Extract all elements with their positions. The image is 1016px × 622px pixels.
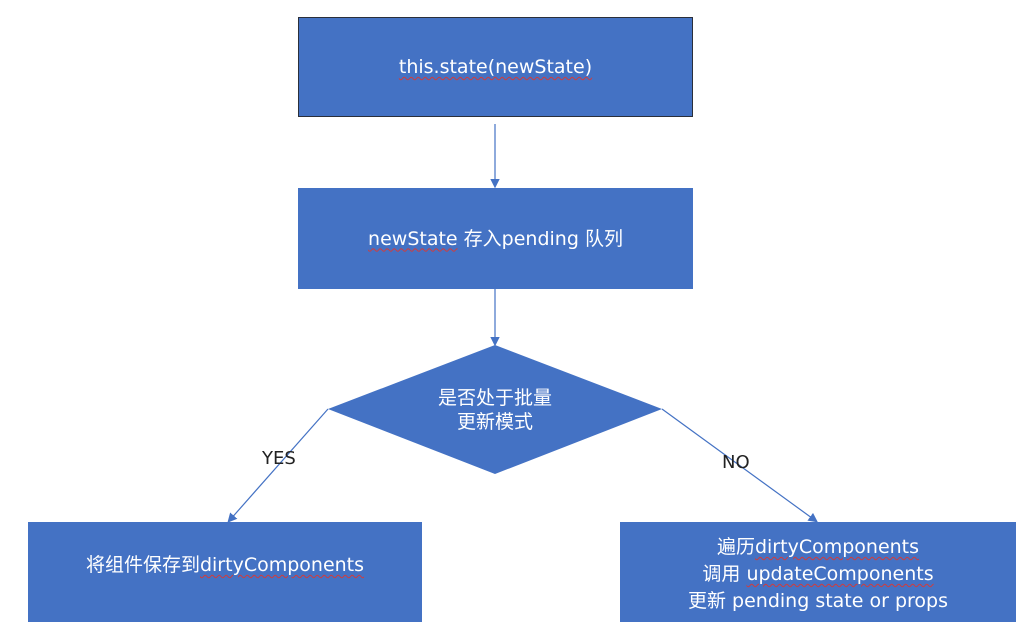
save-dirty-components-box: 将组件保存到dirtyComponents [28,522,422,622]
no-box-line2-code: updateComponents [746,563,934,585]
yes-label: YES [262,448,296,469]
no-box-line3: 更新 pending state or props [688,590,948,612]
set-state-text: this.state(newState) [398,56,593,78]
decision-text: 是否处于批量 更新模式 [395,380,595,440]
arrow-yes [227,408,329,523]
pending-code: newState [368,227,458,250]
yes-box-prefix: 将组件保存到 [85,554,200,576]
yes-box-code: dirtyComponents [199,554,365,576]
pending-queue-box: newState 存入pending 队列 [298,188,693,289]
pending-text: 存入pending 队列 [457,227,623,250]
no-box-line1-prefix: 遍历 [716,536,755,558]
update-components-box: 遍历dirtyComponents 调用 updateComponents 更新… [620,522,1016,622]
arrow-no [661,408,818,523]
decision-diamond [328,345,662,474]
set-state-box: this.state(newState) [298,17,693,117]
decision-line2: 更新模式 [456,411,533,433]
no-label: NO [722,452,750,473]
no-box-line1-code: dirtyComponents [754,536,920,558]
no-box-line2-prefix: 调用 [702,563,747,585]
decision-line1: 是否处于批量 [437,387,552,409]
